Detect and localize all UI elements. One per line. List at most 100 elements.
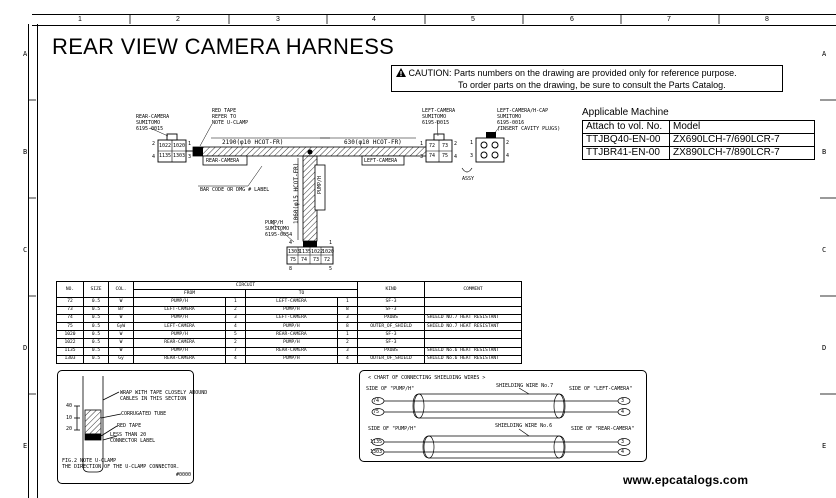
label-line: 6195-0054 (265, 232, 293, 238)
label-line: NOTE U-CLAMP (212, 120, 249, 126)
table-cell: 0.5 (83, 305, 109, 315)
table-cell: 3 (224, 313, 246, 323)
table-cell: LEFT-CAMERA (133, 321, 226, 332)
label-line: SUMITOMO (422, 114, 447, 120)
col-label: 6 (570, 16, 574, 23)
leader-lines (149, 119, 501, 243)
dim-label: 40 (66, 403, 73, 409)
row-label-right: A (822, 50, 827, 58)
label-line: 6195-0015 (136, 126, 164, 132)
pump-tag: PUMP/H (317, 175, 323, 194)
table-cell: SHIELD No.6 HEAT RESISTANT (424, 346, 522, 356)
pin-number: 2 (454, 141, 458, 147)
pin-label: 4 (621, 409, 625, 415)
red-tape-label: RED TAPE REFER TO NOTE U-CLAMP (212, 108, 248, 126)
table-cell: W (108, 338, 134, 348)
table-cell: PUMP/H (133, 346, 226, 356)
pin-number: 2 (506, 140, 510, 146)
header-cell: COMMENT (424, 280, 522, 299)
table-cell: GyW (108, 321, 134, 332)
shield-chart-title: < CHART OF CONNECTING SHIELDING WIRES > (368, 375, 486, 381)
table-cell (424, 338, 522, 348)
table-cell: 0.5 (83, 330, 109, 340)
table-cell: 0.5 (83, 338, 109, 348)
left-camera-part-label: LEFT-CAMERA SUMITOMO 6195-0015 (422, 108, 455, 126)
row-label: B (23, 148, 28, 156)
row-label-right: B (822, 148, 827, 156)
pin-label: 1135 (299, 249, 312, 255)
table-cell: 4 (224, 354, 246, 364)
pin-label: 1303 (173, 153, 186, 159)
col-label: 8 (765, 16, 769, 23)
pin-label: 3 (621, 398, 625, 404)
table-cell: OUTER_OF_SHIELD (357, 354, 425, 364)
applicable-machine-table: Attach to vol. No. Model TTJBQ40-EN-00 Z… (582, 120, 815, 160)
pin-number: 1 (420, 141, 424, 147)
label-line: REFER TO (212, 114, 237, 120)
table-cell: PUMP/H (244, 338, 338, 348)
row-label: A (23, 50, 28, 58)
warning-icon (396, 68, 406, 77)
table-cell: PXOBS (357, 313, 425, 323)
caution-box: CAUTION: Parts numbers on the drawing ar… (391, 65, 783, 92)
label-line: REAR-CAMERA (136, 114, 170, 120)
table-cell: W (108, 313, 134, 323)
left-camera-tag: LEFT-CAMERA (364, 158, 398, 164)
table-cell: 8 (336, 321, 359, 332)
table-cell: REAR-CAMERA (133, 354, 226, 364)
pin-label: 75 (290, 257, 297, 263)
pin-number: 5 (329, 266, 333, 272)
pin-label: 1135 (370, 439, 383, 445)
label-line: WRAP WITH TAPE CLOSELY AROUND (120, 390, 208, 396)
pin-number: 4 (152, 154, 156, 160)
pin-label: 74 (301, 257, 308, 263)
table-cell: 0.5 (83, 313, 109, 323)
table-cell (424, 330, 522, 340)
table-cell: REAR-CAMERA (244, 330, 338, 340)
table-cell: W (108, 346, 134, 356)
pin-label: 1022 (311, 249, 324, 255)
dim-left: 2190(φ10 HCOT-FR) (222, 139, 284, 146)
col-label: 4 (372, 16, 376, 23)
caution-line-2: To order parts on the drawing, be sure t… (458, 80, 726, 90)
label-line: (INSERT CAVITY PLUGS) (497, 126, 561, 132)
shield-wire-drawing (371, 387, 631, 459)
corrugated-label: CORRUGATED TUBE (121, 411, 167, 417)
uclamp-ref: #0000 (176, 472, 192, 478)
pin-label: 72 (324, 257, 331, 263)
pin-label: 74 (373, 398, 380, 404)
table-cell: W (108, 297, 134, 307)
table-cell: SF-3 (357, 330, 425, 340)
table-header-row: NO. SIZE COL. CIRCUIT KIND COMMENT (56, 280, 522, 299)
side-left-camera-label: SIDE OF "LEFT-CAMERA" (569, 386, 633, 392)
rear-camera-tag: REAR-CAMERA (206, 158, 240, 164)
pin-number: 1 (470, 140, 474, 146)
pin-label: 1020 (173, 143, 186, 149)
caution-line-1: CAUTION: Parts numbers on the drawing ar… (408, 68, 737, 78)
uclamp-fig-desc: THE DIRECTION OF THE U-CLAMP CONNECTOR. (62, 464, 180, 470)
dim-label: 20 (66, 426, 73, 432)
table-cell: PXOBS (357, 346, 425, 356)
table-cell: 0.5 (83, 354, 109, 364)
model-cell: ZX890LCH-7/890LCR-7 (669, 146, 815, 160)
header-cell: KIND (357, 280, 425, 299)
rear-camera-connector (157, 133, 193, 163)
table-cell: LEFT-CAMERA (244, 313, 338, 323)
table-cell: 7 (224, 346, 246, 356)
shield-wire-7-label: SHIELDING WIRE No.7 (496, 383, 554, 389)
pin-number: 3 (420, 154, 424, 160)
table-cell: 0.5 (83, 346, 109, 356)
table-cell: SF-3 (357, 297, 425, 307)
table-cell (424, 305, 522, 315)
pump-part-label: PUMP/H SUMITOMO 6195-0054 (265, 220, 292, 238)
table-cell: 0.5 (83, 321, 109, 332)
col-label: 3 (276, 16, 280, 23)
table-cell: 72 (56, 297, 84, 307)
row-label-right: C (822, 246, 827, 254)
